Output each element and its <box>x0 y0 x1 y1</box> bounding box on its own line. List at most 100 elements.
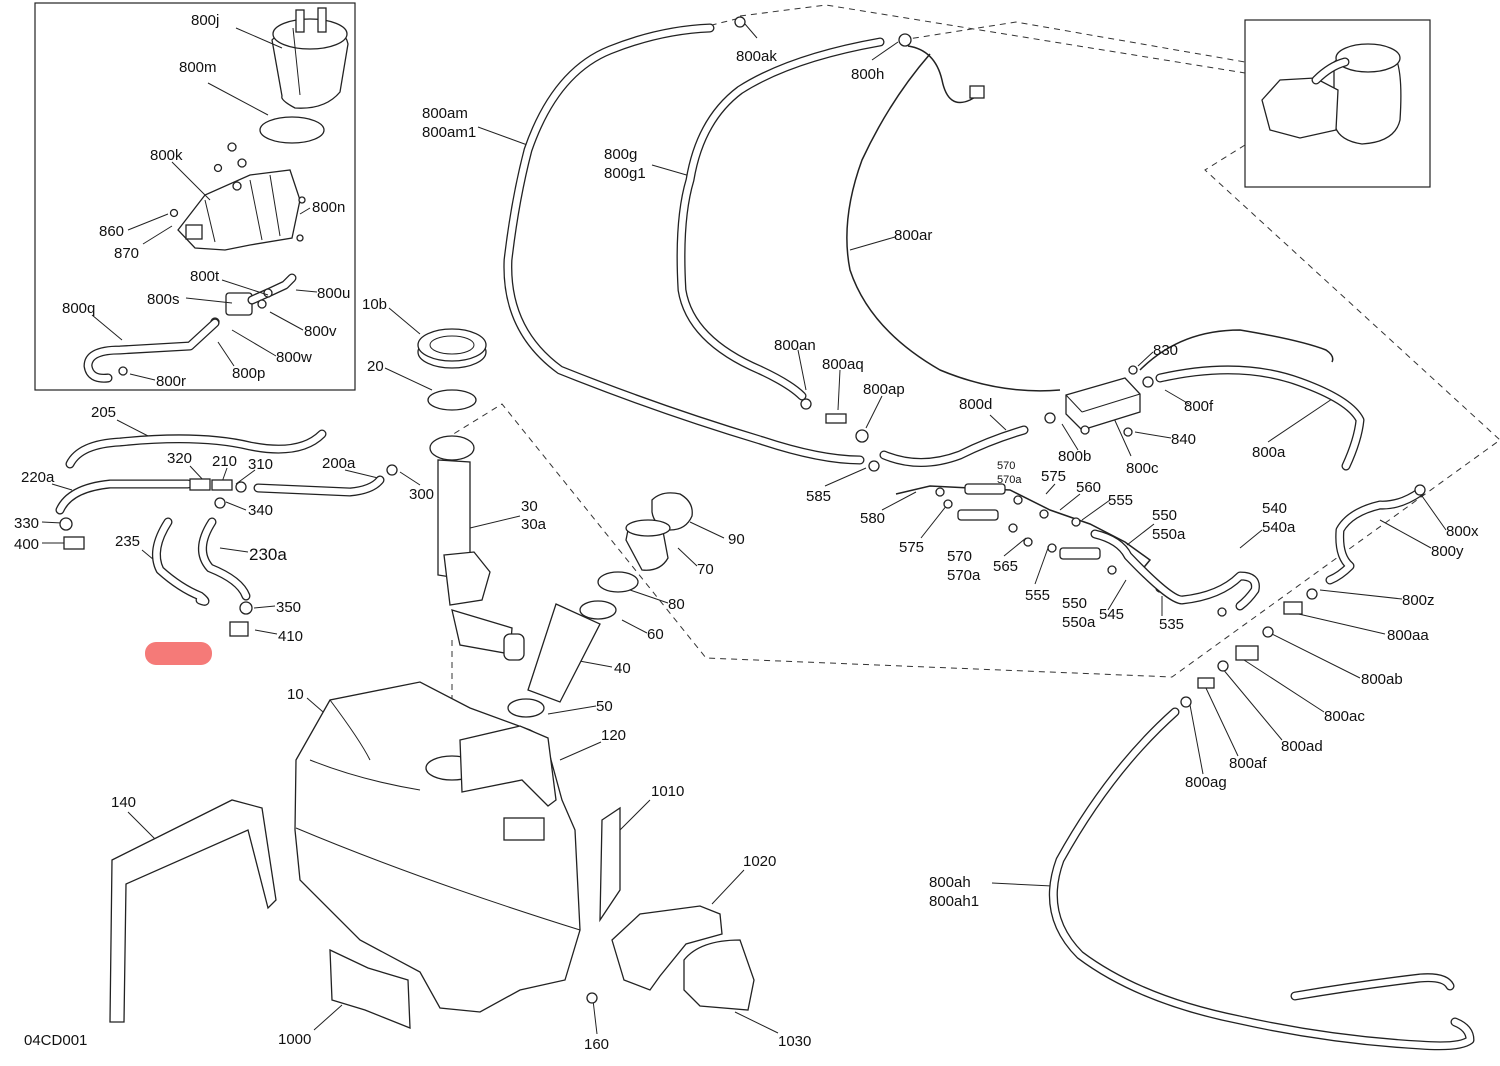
callout-410: 410 <box>278 628 304 645</box>
callout-800ad: 800ad <box>1281 738 1323 755</box>
callout-545: 545 <box>1099 606 1125 623</box>
inset-frame-evap-module <box>34 2 356 391</box>
callout-575bot: 575 <box>899 539 925 556</box>
callout-870: 870 <box>114 245 140 262</box>
cover-1030 <box>683 939 755 1011</box>
filler-hose-40 <box>527 603 601 703</box>
callout-800am1: 800am1 <box>422 124 477 141</box>
callout-800u: 800u <box>317 285 351 302</box>
inset-frame-canister-view <box>1244 19 1431 188</box>
callout-800f: 800f <box>1184 398 1214 415</box>
callout-220a: 220a <box>21 469 55 486</box>
callout-800ak: 800ak <box>736 48 777 65</box>
callout-340: 340 <box>248 502 274 519</box>
callout-50: 50 <box>596 698 613 715</box>
dashed-reference-lines <box>446 4 1500 705</box>
callout-800j: 800j <box>191 12 220 29</box>
fittings-800z-800ag <box>1180 484 1426 708</box>
callout-800ap: 800ap <box>863 381 905 398</box>
cover-1020 <box>611 905 723 991</box>
callout-400: 400 <box>14 536 40 553</box>
callout-800r: 800r <box>156 373 187 390</box>
hose-800g <box>676 37 885 401</box>
callout-205: 205 <box>91 404 117 421</box>
callout-565: 565 <box>993 558 1019 575</box>
callout-235: 235 <box>115 533 141 550</box>
callout-1030: 1030 <box>778 1033 812 1050</box>
callout-555top: 555 <box>1108 492 1134 509</box>
callout-160: 160 <box>584 1036 610 1053</box>
callout-800ag: 800ag <box>1185 774 1227 791</box>
hose-800am <box>503 23 865 465</box>
callout-800h: 800h <box>851 66 885 83</box>
callout-800y: 800y <box>1431 543 1464 560</box>
callout-800aq: 800aq <box>822 356 864 373</box>
callout-200a: 200a <box>322 455 356 472</box>
callout-800d: 800d <box>959 396 993 413</box>
callout-800a: 800a <box>1252 444 1286 461</box>
hose-800q <box>83 318 220 383</box>
callout-580: 580 <box>860 510 886 527</box>
callout-800m: 800m <box>179 59 217 76</box>
callout-550atop: 550a <box>1152 526 1186 543</box>
callout-535: 535 <box>1159 616 1185 633</box>
clamp-ring-800m <box>259 116 325 144</box>
callout-320: 320 <box>167 450 193 467</box>
callout-30: 30 <box>521 498 538 515</box>
callout-310: 310 <box>248 456 274 473</box>
callout-20: 20 <box>367 358 384 375</box>
callout-560: 560 <box>1076 479 1102 496</box>
fittings-left <box>59 464 398 637</box>
wire-connector <box>969 85 985 99</box>
callout-800g: 800g <box>604 146 638 163</box>
callout-800x: 800x <box>1446 523 1479 540</box>
callout-800af: 800af <box>1229 755 1267 772</box>
callout-140: 140 <box>111 794 137 811</box>
callout-570bot: 570 <box>947 548 973 565</box>
gasket-20 <box>427 389 477 411</box>
callout-210: 210 <box>212 453 238 470</box>
hose-235 <box>151 517 210 606</box>
fittings-upper <box>734 16 912 472</box>
hose-220a <box>55 479 193 515</box>
fuel-tank-10 <box>294 681 581 1013</box>
hose-540 <box>1090 529 1260 611</box>
callout-555bot: 555 <box>1025 587 1051 604</box>
callout-830: 830 <box>1153 342 1179 359</box>
callout-800ah1: 800ah1 <box>929 893 980 910</box>
callout-800z: 800z <box>1402 592 1435 609</box>
callout-120: 120 <box>601 727 627 744</box>
callout-800aa: 800aa <box>1387 627 1429 644</box>
clamp-80 <box>597 571 639 593</box>
callout-540a: 540a <box>1262 519 1296 536</box>
callout-585: 585 <box>806 488 832 505</box>
callout-350: 350 <box>276 599 302 616</box>
strap-140 <box>109 799 277 1023</box>
screws-inset <box>169 142 306 242</box>
callout-230a: 230a <box>249 545 287 564</box>
callout-800am: 800am <box>422 105 468 122</box>
callout-550abot: 550a <box>1062 614 1096 631</box>
callout-570atop: 570a <box>997 474 1022 486</box>
hose-200a <box>253 475 385 497</box>
solenoid-800c <box>1044 365 1154 437</box>
callout-800ab: 800ab <box>1361 671 1403 688</box>
callout-60: 60 <box>647 626 664 643</box>
diagram-code: 04CD001 <box>24 1032 88 1049</box>
callout-70: 70 <box>697 561 714 578</box>
callout-1010: 1010 <box>651 783 685 800</box>
callout-575top: 575 <box>1041 468 1067 485</box>
callout-800t: 800t <box>190 268 220 285</box>
bracket-800k <box>177 169 301 251</box>
callout-800ac: 800ac <box>1324 708 1365 725</box>
callout-800ar: 800ar <box>894 227 933 244</box>
callout-800n: 800n <box>312 199 346 216</box>
callout-10b: 10b <box>362 296 388 313</box>
callout-800b: 800b <box>1058 448 1092 465</box>
hose-230a <box>198 517 251 601</box>
callout-800q: 800q <box>62 300 96 317</box>
wire-800ar <box>846 45 1334 392</box>
clamp-60 <box>579 600 617 620</box>
callout-550bot: 550 <box>1062 595 1088 612</box>
